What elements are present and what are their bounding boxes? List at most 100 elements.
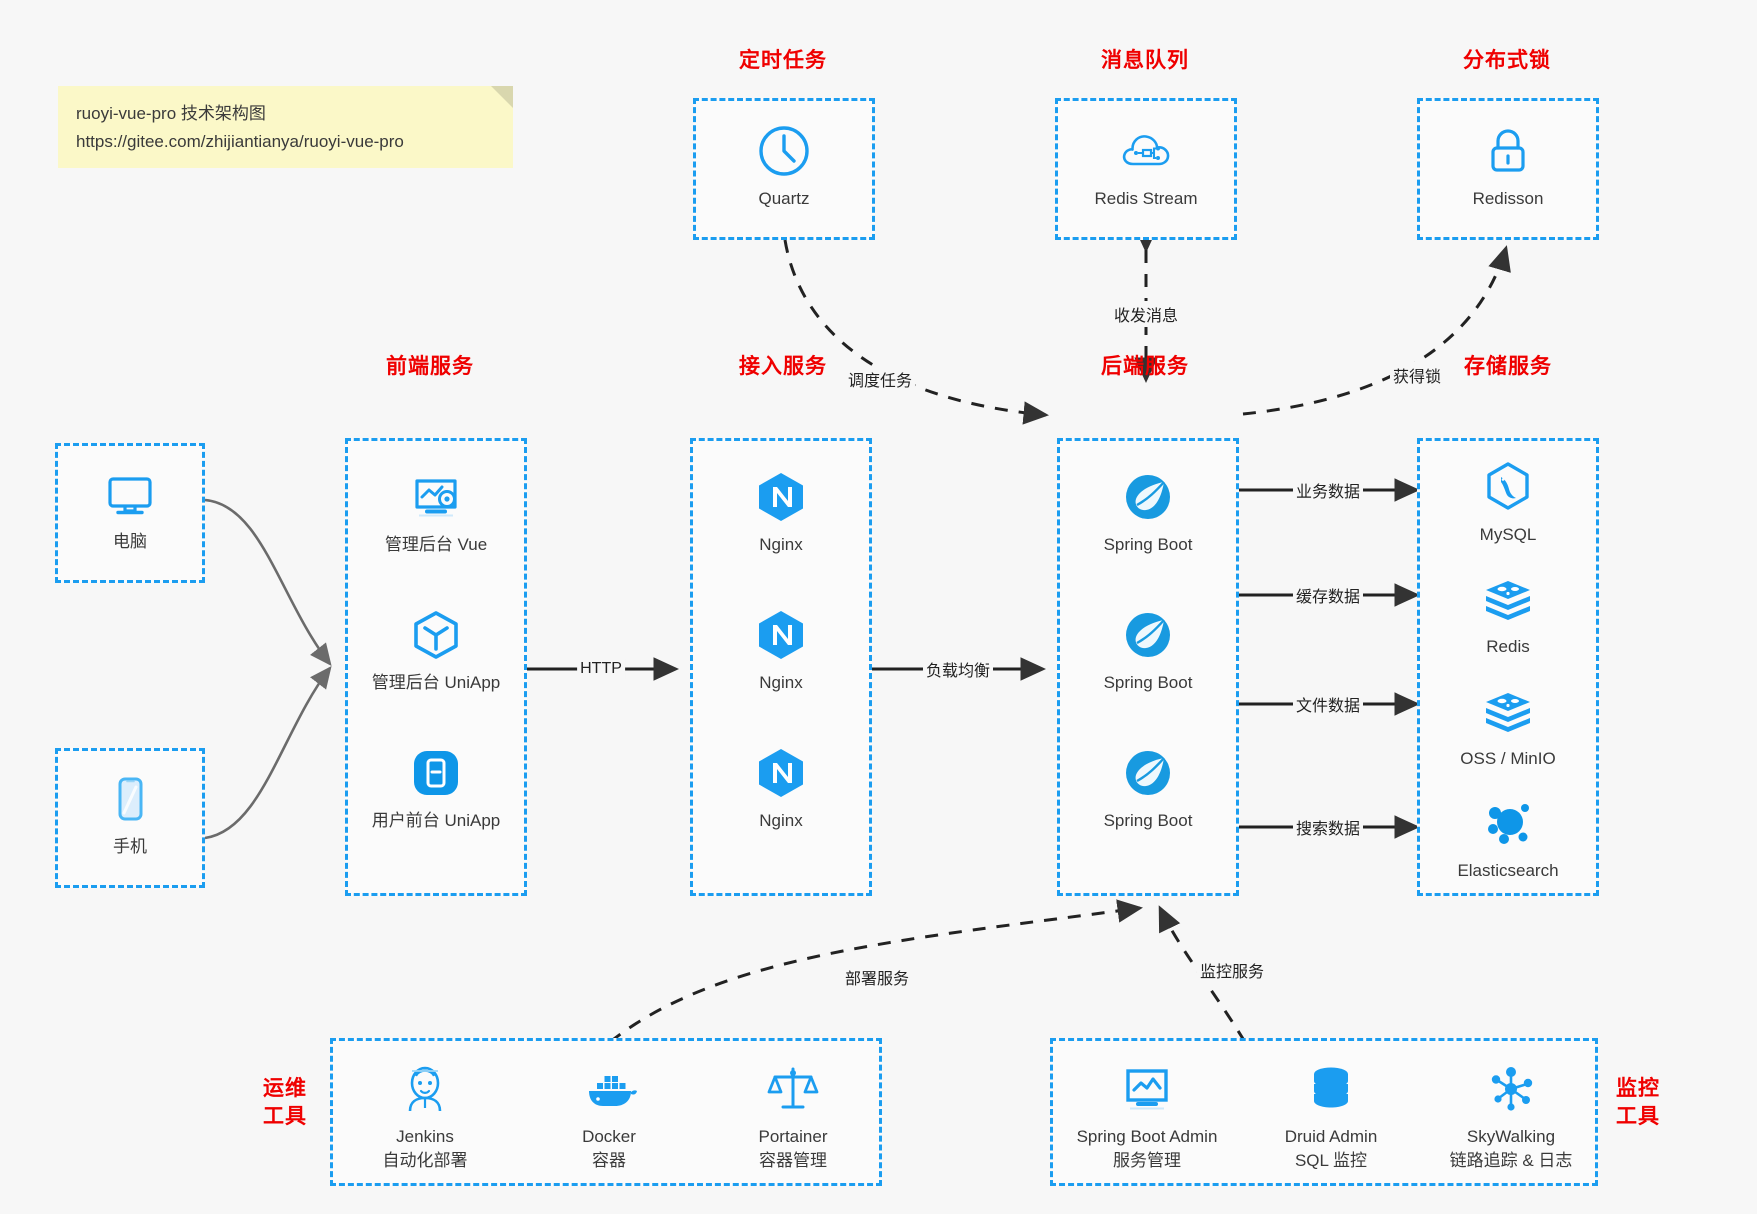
node-redis[interactable]: Redis — [1420, 571, 1596, 659]
note-line-1: ruoyi-vue-pro 技术架构图 — [76, 104, 266, 123]
dashboard-settings-icon — [415, 479, 457, 517]
group-title-scheduled-task: 定时任务 — [739, 49, 827, 72]
node-redis-stream[interactable]: Redis Stream — [1058, 123, 1234, 211]
elasticsearch-icon — [1488, 804, 1529, 844]
clock-icon — [759, 126, 809, 176]
node-sublabel: 自动化部署 — [382, 1151, 468, 1170]
node-admin-vue[interactable]: 管理后台 Vue — [348, 469, 524, 557]
node-redisson[interactable]: Redisson — [1420, 123, 1596, 211]
node-label: Nginx — [759, 673, 803, 692]
mysql-icon — [1487, 462, 1529, 510]
node-label: Jenkins — [396, 1127, 454, 1146]
group-box-scheduled-task: Quartz — [693, 98, 875, 240]
node-label: Docker — [582, 1127, 636, 1146]
node-label: 管理后台 UniApp — [371, 673, 501, 692]
cube-icon — [414, 611, 458, 659]
nginx-icon — [759, 611, 803, 659]
group-title-storage: 存储服务 — [1464, 355, 1552, 378]
edge-label-deploy-service: 部署服务 — [841, 964, 913, 990]
note-line-2: https://gitee.com/zhijiantianya/ruoyi-vu… — [76, 132, 404, 151]
node-nginx-2[interactable]: Nginx — [693, 607, 869, 695]
group-box-frontend: 管理后台 Vue 管理后台 UniApp 用户前台 UniApp — [345, 438, 527, 896]
edge-label-message: 收发消息 — [1110, 301, 1182, 327]
note-fold-corner — [491, 86, 513, 108]
node-quartz[interactable]: Quartz — [696, 123, 872, 211]
spring-boot-icon — [1126, 751, 1170, 795]
node-label: Redis Stream — [1094, 189, 1198, 208]
node-label: OSS / MinIO — [1460, 749, 1556, 768]
group-title-monitoring: 监控 工具 — [1608, 1075, 1668, 1131]
node-label: Nginx — [759, 535, 803, 554]
node-label: 手机 — [113, 837, 147, 856]
node-label: Druid Admin — [1284, 1127, 1378, 1146]
node-label: Elasticsearch — [1457, 861, 1559, 880]
node-sublabel: 服务管理 — [1113, 1151, 1181, 1170]
node-label: 用户前台 UniApp — [371, 811, 501, 830]
edge-label-http: HTTP — [577, 659, 625, 679]
docker-whale-icon — [589, 1076, 637, 1106]
group-box-distributed-lock: Redisson — [1417, 98, 1599, 240]
node-oss-minio[interactable]: OSS / MinIO — [1420, 683, 1596, 771]
node-sublabel: 链路追踪 & 日志 — [1449, 1151, 1573, 1170]
node-admin-uniapp[interactable]: 管理后台 UniApp — [348, 607, 524, 695]
edge-label-search-data: 搜索数据 — [1292, 814, 1364, 840]
node-skywalking[interactable]: SkyWalking 链路追踪 & 日志 — [1421, 1061, 1601, 1173]
node-label: Redisson — [1472, 189, 1544, 208]
node-mysql[interactable]: MySQL — [1420, 459, 1596, 547]
node-label: 电脑 — [113, 532, 147, 551]
object-storage-icon — [1486, 693, 1530, 732]
group-box-backend: Spring Boot Spring Boot Spring Boot — [1057, 438, 1239, 896]
node-label: MySQL — [1479, 525, 1537, 544]
edge-label-business-data: 业务数据 — [1292, 477, 1364, 503]
node-spring-boot-3[interactable]: Spring Boot — [1060, 745, 1236, 833]
edge-label-schedule-task: 调度任务 — [844, 366, 916, 392]
edge-label-load-balance: 负载均衡 — [922, 656, 994, 682]
node-sublabel: 容器 — [592, 1151, 626, 1170]
node-spring-boot-1[interactable]: Spring Boot — [1060, 469, 1236, 557]
node-label: Spring Boot — [1103, 673, 1193, 692]
node-label: Spring Boot — [1103, 811, 1193, 830]
redis-icon — [1486, 581, 1530, 620]
edge-label-acquire-lock: 获得锁 — [1389, 362, 1445, 388]
node-label: Portainer — [758, 1127, 828, 1146]
node-nginx-3[interactable]: Nginx — [693, 745, 869, 833]
group-box-gateway: Nginx Nginx Nginx — [690, 438, 872, 896]
lock-icon — [1491, 129, 1525, 172]
node-spring-boot-2[interactable]: Spring Boot — [1060, 607, 1236, 695]
node-docker[interactable]: Docker 容器 — [517, 1061, 701, 1173]
node-label: Spring Boot Admin — [1076, 1127, 1218, 1146]
spring-boot-icon — [1126, 475, 1170, 519]
node-label: 管理后台 Vue — [384, 535, 488, 554]
edge-label-file-data: 文件数据 — [1292, 691, 1364, 717]
mobile-phone-icon — [118, 777, 143, 821]
desktop-monitor-icon — [108, 477, 152, 515]
node-user-uniapp[interactable]: 用户前台 UniApp — [348, 745, 524, 833]
nginx-icon — [759, 473, 803, 521]
group-title-backend: 后端服务 — [1101, 355, 1189, 378]
monitoring-title-line-2: 工具 — [1616, 1105, 1660, 1128]
group-title-devops: 运维 工具 — [255, 1075, 315, 1131]
group-box-message-queue: Redis Stream — [1055, 98, 1237, 240]
group-title-distributed-lock: 分布式锁 — [1463, 49, 1551, 72]
monitor-chart-icon — [1126, 1069, 1168, 1110]
devops-title-line-2: 工具 — [263, 1105, 307, 1128]
group-title-message-queue: 消息队列 — [1101, 49, 1189, 72]
node-spring-boot-admin[interactable]: Spring Boot Admin 服务管理 — [1053, 1061, 1241, 1173]
node-portainer[interactable]: Portainer 容器管理 — [701, 1061, 885, 1173]
node-desktop[interactable]: 电脑 — [58, 466, 202, 554]
spring-boot-icon — [1126, 613, 1170, 657]
app-window-icon — [414, 751, 458, 795]
node-label: Redis — [1486, 637, 1530, 656]
group-box-client-desktop: 电脑 — [55, 443, 205, 583]
node-mobile[interactable]: 手机 — [58, 771, 202, 859]
node-druid-admin[interactable]: Druid Admin SQL 监控 — [1241, 1061, 1421, 1173]
node-elasticsearch[interactable]: Elasticsearch — [1420, 795, 1596, 883]
node-jenkins[interactable]: Jenkins 自动化部署 — [333, 1061, 517, 1173]
jenkins-butler-icon — [408, 1066, 442, 1112]
devops-title-line-1: 运维 — [263, 1077, 307, 1100]
node-nginx-1[interactable]: Nginx — [693, 469, 869, 557]
node-sublabel: SQL 监控 — [1294, 1151, 1368, 1170]
group-box-devops: Jenkins 自动化部署 Docker 容器 — [330, 1038, 882, 1186]
node-label: SkyWalking — [1466, 1127, 1556, 1146]
edge-label-cache-data: 缓存数据 — [1292, 582, 1364, 608]
